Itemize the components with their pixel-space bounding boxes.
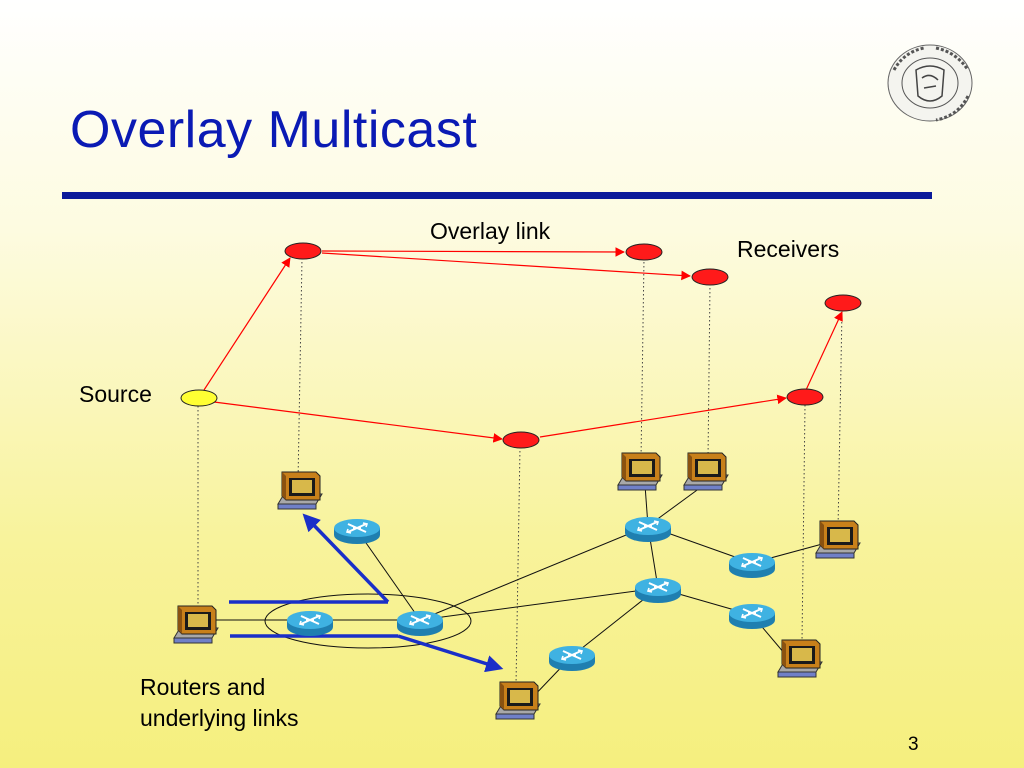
- overlay-nodes: [180, 242, 862, 449]
- route-arrows: [229, 513, 504, 673]
- overlay-node: [284, 242, 322, 260]
- page-number: 3: [908, 734, 919, 755]
- routers-label-line1: Routers and: [140, 674, 266, 700]
- projection-lines: [197, 257, 843, 687]
- host-computer-icon: [777, 639, 823, 678]
- router-icon: [624, 516, 672, 543]
- receiver-node: [691, 268, 729, 286]
- routers-label-line2: underlying links: [140, 705, 299, 731]
- host-computer-icon: [815, 520, 861, 559]
- host-computer-icon: [277, 471, 323, 510]
- host-computer-icon: [617, 452, 663, 491]
- router-icon: [634, 577, 682, 604]
- router-icon: [728, 552, 776, 579]
- router-icon: [333, 518, 381, 545]
- university-seal-logo: [887, 44, 973, 122]
- router-group-ellipse: [264, 593, 472, 649]
- host-computer-icon: [495, 681, 541, 720]
- overlay-link-label: Overlay link: [430, 218, 551, 244]
- slide-title: Overlay Multicast: [70, 101, 478, 159]
- router-icon: [396, 610, 444, 637]
- host-computer-icon: [173, 605, 219, 644]
- router-icon: [286, 610, 334, 637]
- host-computer-icon: [683, 452, 729, 491]
- router-icon: [728, 603, 776, 630]
- overlay-node: [786, 388, 824, 406]
- source-node: [180, 389, 218, 407]
- receiver-node: [824, 294, 862, 312]
- overlay-node: [625, 243, 663, 261]
- overlay-links: [203, 247, 843, 443]
- router-icon: [548, 645, 596, 672]
- receivers-label: Receivers: [737, 236, 840, 262]
- routers-label: Routers and underlying links: [140, 672, 299, 734]
- overlay-node: [502, 431, 540, 449]
- title-underline: [62, 192, 932, 199]
- underlying-links: [203, 484, 827, 701]
- source-label: Source: [79, 381, 152, 407]
